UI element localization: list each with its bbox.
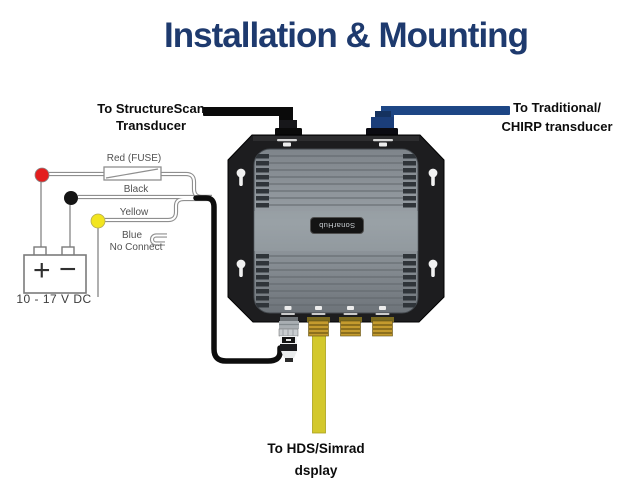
label-wire-red: Red (FUSE) [106, 153, 162, 164]
battery-plus-symbol: + [33, 254, 51, 287]
battery-leads [40, 182, 99, 297]
label-structurescan: To StructureScan Transducer [80, 100, 222, 134]
label-wire-black: Black [123, 184, 149, 195]
keyhole-top-left [236, 168, 246, 186]
keyhole-slots [236, 168, 438, 277]
keyhole-bottom-left [236, 259, 246, 277]
label-chirp-line1: To Traditional/ [513, 100, 601, 115]
label-display-line1: To HDS/Simrad [267, 441, 365, 456]
chirp-cable [381, 106, 510, 126]
label-wire-yellow: Yellow [119, 207, 149, 218]
sonar-port-3 [371, 317, 394, 337]
label-chirp: To Traditional/ CHIRP transducer [497, 98, 617, 136]
label-display: To HDS/Simrad dsplay [238, 438, 394, 482]
device-ribs-top [268, 155, 404, 206]
label-structurescan-line2: Transducer [115, 118, 187, 133]
chirp-connector [366, 111, 398, 136]
structurescan-connector [275, 120, 302, 136]
sonar-ports [307, 317, 394, 337]
sonar-port-2 [339, 317, 362, 337]
label-structurescan-line1: To StructureScan [97, 101, 205, 116]
power-plug [278, 328, 299, 362]
terminal-black [64, 191, 78, 205]
keyhole-top-right [428, 168, 438, 186]
label-display-line2: dsplay [294, 463, 338, 478]
power-cable [193, 195, 283, 364]
device-ribs-bottom [268, 255, 404, 306]
battery-body [23, 254, 87, 294]
label-chirp-line2: CHIRP transducer [501, 119, 613, 134]
page-title: Installation & Mounting [164, 16, 529, 55]
label-wire-blue-line1: Blue [121, 230, 142, 241]
power-port [279, 317, 299, 329]
keyhole-bottom-right [428, 259, 438, 277]
device-nameplate: SonarHub [310, 217, 364, 234]
device-fins [256, 154, 416, 308]
battery [23, 246, 87, 294]
sonar-port-1 [307, 317, 330, 337]
label-wire-blue-line2: No Connect [109, 242, 163, 253]
bottom-port-markings [281, 306, 390, 315]
terminal-yellow [90, 213, 106, 229]
battery-minus-symbol: − [59, 253, 77, 286]
display-cable [312, 334, 326, 434]
battery-voltage-label: 10 - 17 V DC [16, 292, 92, 306]
top-port-markings [277, 139, 393, 147]
terminal-red [34, 167, 50, 183]
fuse [103, 166, 162, 181]
